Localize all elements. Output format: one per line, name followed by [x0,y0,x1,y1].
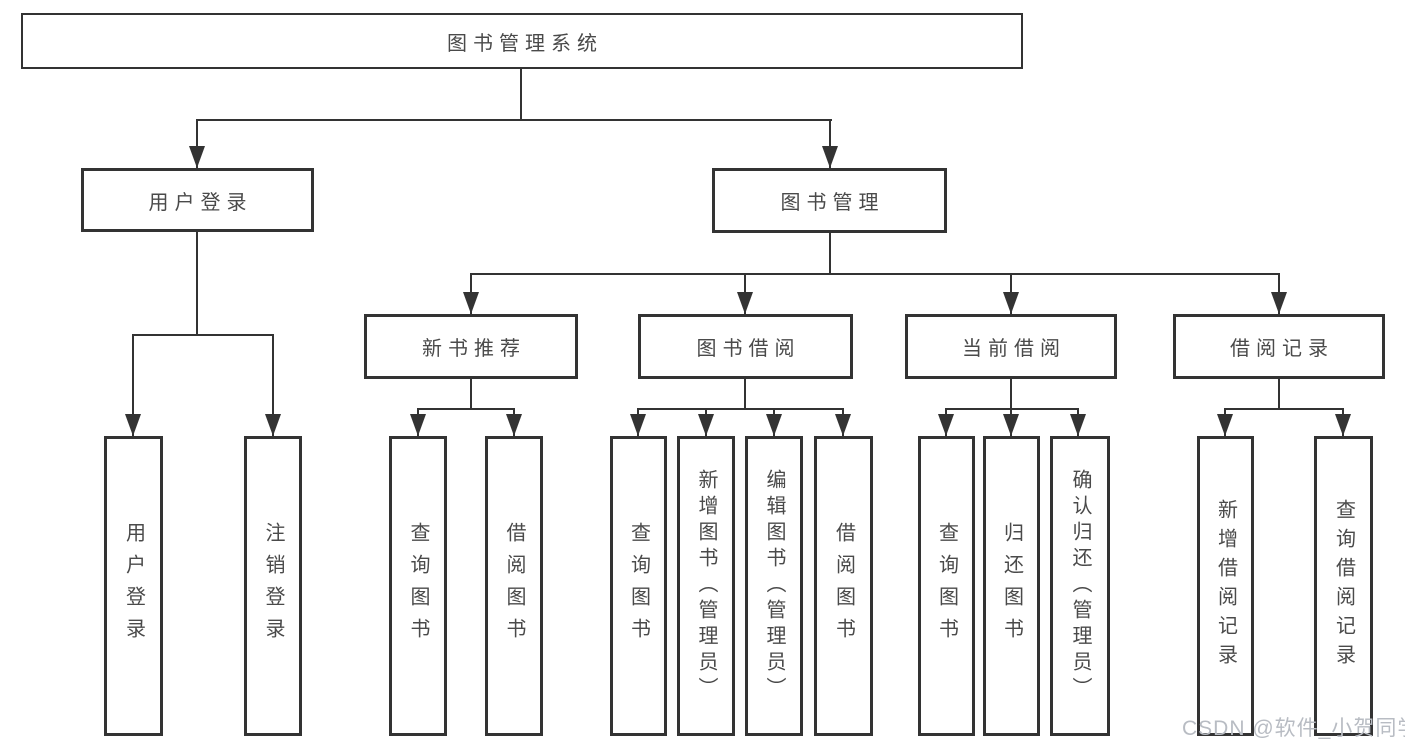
arrowhead-borrow-record [1271,292,1287,314]
leaf-edit-book-admin: 编辑图书（管理员） [745,436,803,736]
leaf-logout: 注销登录 [244,436,302,736]
connector-borrow-record-split [1224,408,1344,410]
node-user-login: 用户登录 [81,168,314,232]
connector-new-rec-split [417,408,515,410]
connector-book-borrow-split [637,408,844,410]
leaf-query-borrow-record: 查询借阅记录 [1314,436,1373,736]
connector-current-borrow-split [945,408,1079,410]
leaf-query-book: 查询图书 [610,436,667,736]
arrowhead-new-rec [463,292,479,314]
connector-to-login-leaf [132,334,134,436]
leaf-query-book: 查询图书 [918,436,975,736]
arrowhead-login-leaf [125,414,141,436]
connector-to-user-login [196,119,198,168]
arrowhead-book-mgmt [822,146,838,168]
connector-user-login-split [132,334,274,336]
arrowhead-leaf [1217,414,1233,436]
connector-borrow-record-stem [1278,379,1280,408]
arrowhead-leaf [1070,414,1086,436]
node-new-book-recommend: 新书推荐 [364,314,578,379]
leaf-return-book: 归还图书 [983,436,1040,736]
leaf-confirm-return-admin: 确认归还（管理员） [1050,436,1110,736]
arrowhead-leaf [410,414,426,436]
connector-book-mgmt-split [470,273,1279,275]
leaf-user-login: 用户登录 [104,436,163,736]
connector-book-mgmt-stem [829,233,831,273]
connector-book-borrow-stem [744,379,746,408]
connector-to-logout-leaf [272,334,274,436]
arrowhead-leaf [1335,414,1351,436]
arrowhead-leaf [698,414,714,436]
connector-root-stem [520,67,522,119]
node-book-management: 图书管理 [712,168,947,233]
node-book-borrowing: 图书借阅 [638,314,853,379]
arrowhead-book-borrow [737,292,753,314]
arrowhead-leaf [506,414,522,436]
connector-to-book-mgmt [829,119,831,168]
node-root-library-management-system: 图书管理系统 [21,13,1023,69]
arrowhead-leaf [630,414,646,436]
arrowhead-leaf [835,414,851,436]
arrowhead-leaf [1003,414,1019,436]
arrowhead-leaf [766,414,782,436]
connector-new-rec-stem [470,379,472,408]
connector-root-split [197,119,832,121]
node-borrowing-records: 借阅记录 [1173,314,1385,379]
connector-user-login-stem [196,232,198,334]
leaf-borrow-book: 借阅图书 [814,436,873,736]
arrowhead-current-borrow [1003,292,1019,314]
leaf-borrow-book: 借阅图书 [485,436,543,736]
csdn-watermark: CSDN @软件_小贺同学 [1182,717,1405,740]
arrowhead-logout-leaf [265,414,281,436]
arrowhead-user-login [189,146,205,168]
node-current-borrowing: 当前借阅 [905,314,1117,379]
leaf-add-book-admin: 新增图书（管理员） [677,436,735,736]
leaf-add-borrow-record: 新增借阅记录 [1197,436,1254,736]
arrowhead-leaf [938,414,954,436]
leaf-query-book: 查询图书 [389,436,447,736]
connector-current-borrow-stem [1010,379,1012,408]
